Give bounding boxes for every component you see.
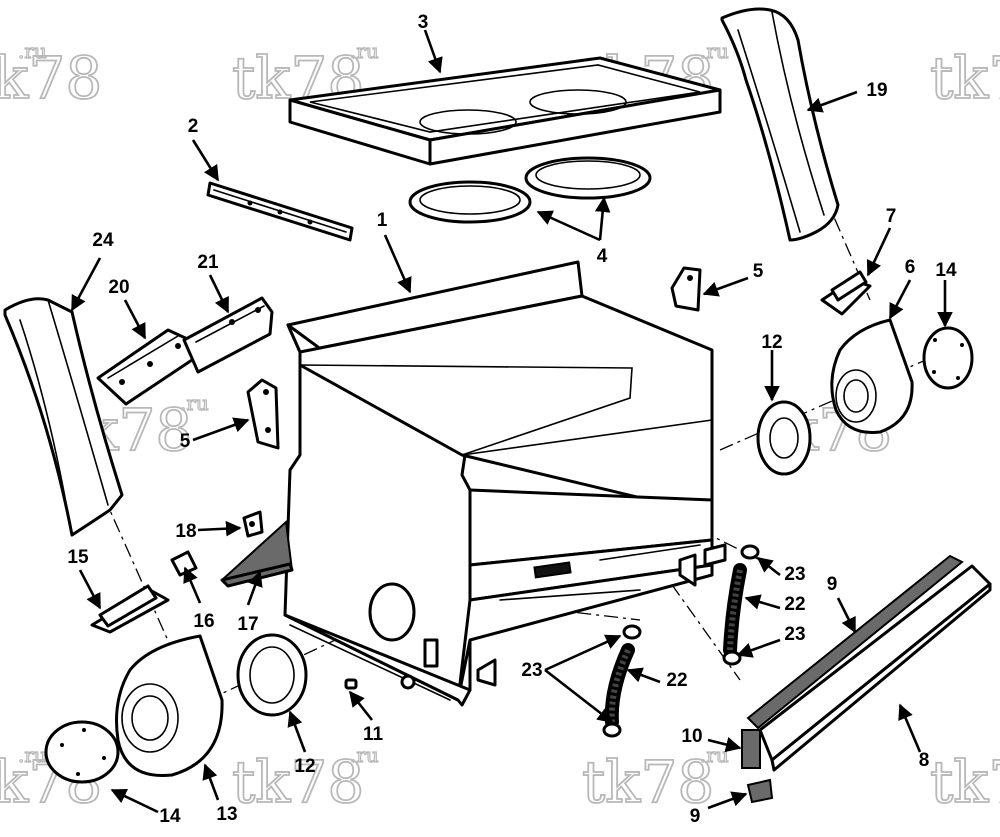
- watermark: tk78: [582, 748, 714, 816]
- mount-bracket-right: [670, 266, 702, 312]
- bracket-bar: [206, 181, 354, 242]
- watermark-suffix: .ru: [350, 39, 379, 63]
- left-duct: [3, 297, 124, 537]
- callout-13: 13: [216, 804, 237, 825]
- clip-16: [170, 550, 198, 577]
- clip-7: [820, 270, 872, 316]
- watermark-suffix: .ru: [700, 39, 729, 63]
- watermark-suffix: .ru: [18, 39, 47, 63]
- filter-grille: [220, 519, 294, 588]
- blower-housing-left: [115, 634, 224, 778]
- callout-7: 7: [886, 206, 897, 227]
- callout-5-left: 5: [180, 431, 191, 452]
- callout-22-left: 22: [666, 670, 687, 691]
- callout-10: 10: [681, 726, 702, 747]
- mount-bracket-left: [246, 378, 280, 450]
- blower-housing-right: [830, 318, 914, 435]
- watermark-suffix: .ru: [350, 743, 379, 767]
- support-bracket-21: [182, 296, 274, 374]
- hose-right: [722, 544, 760, 666]
- callout-20: 20: [108, 277, 129, 298]
- callout-14-left: 14: [159, 806, 181, 827]
- callout-23-right-bottom: 23: [784, 624, 805, 645]
- callout-11: 11: [363, 724, 384, 745]
- gasket-rings: [408, 156, 652, 224]
- callout-2: 2: [188, 116, 199, 137]
- callout-22-right: 22: [784, 594, 805, 615]
- clip-15: [90, 584, 170, 634]
- callout-21: 21: [197, 252, 219, 273]
- callout-9-bottom: 9: [690, 806, 701, 827]
- main-housing: [283, 260, 727, 707]
- clip-18: [242, 510, 264, 538]
- watermark: tk78: [930, 748, 1000, 816]
- front-panel: [741, 554, 992, 804]
- callout-labels: 1 2 3 4 5 5 6 7 8 9 9 10 11 12 12 13 14 …: [67, 12, 957, 827]
- watermark-suffix: .ru: [18, 743, 47, 767]
- callout-14-right: 14: [935, 260, 957, 281]
- callout-4: 4: [597, 246, 608, 267]
- callout-6: 6: [905, 257, 916, 278]
- callout-1: 1: [377, 210, 388, 231]
- cover-plate-left: [44, 720, 120, 784]
- leader-lines: [70, 29, 953, 814]
- callout-12-left: 12: [294, 756, 315, 777]
- watermark: tk78: [930, 44, 1000, 112]
- callout-12-right: 12: [761, 332, 782, 353]
- callout-16: 16: [193, 611, 214, 632]
- callout-5-right: 5: [753, 261, 764, 282]
- callout-18: 18: [175, 521, 196, 542]
- callout-15: 15: [67, 547, 89, 568]
- flange-ring-right: [756, 400, 812, 476]
- callout-9-top: 9: [827, 574, 838, 595]
- callout-23-right-top: 23: [784, 564, 805, 585]
- plug-11: [344, 678, 358, 690]
- callout-23-left: 23: [521, 660, 542, 681]
- top-pan: [288, 56, 722, 166]
- watermark: tk78: [232, 748, 364, 816]
- callout-24: 24: [92, 230, 114, 251]
- callout-19: 19: [866, 80, 887, 101]
- watermark: tk78: [0, 44, 102, 112]
- callout-17: 17: [237, 614, 258, 635]
- callout-8: 8: [919, 750, 930, 771]
- callout-3: 3: [418, 12, 429, 33]
- flange-ring-left: [236, 633, 308, 717]
- watermark-suffix: .ru: [180, 391, 209, 415]
- right-duct: [720, 7, 840, 242]
- cover-plate-right: [922, 326, 974, 390]
- watermark-suffix: .ru: [700, 743, 729, 767]
